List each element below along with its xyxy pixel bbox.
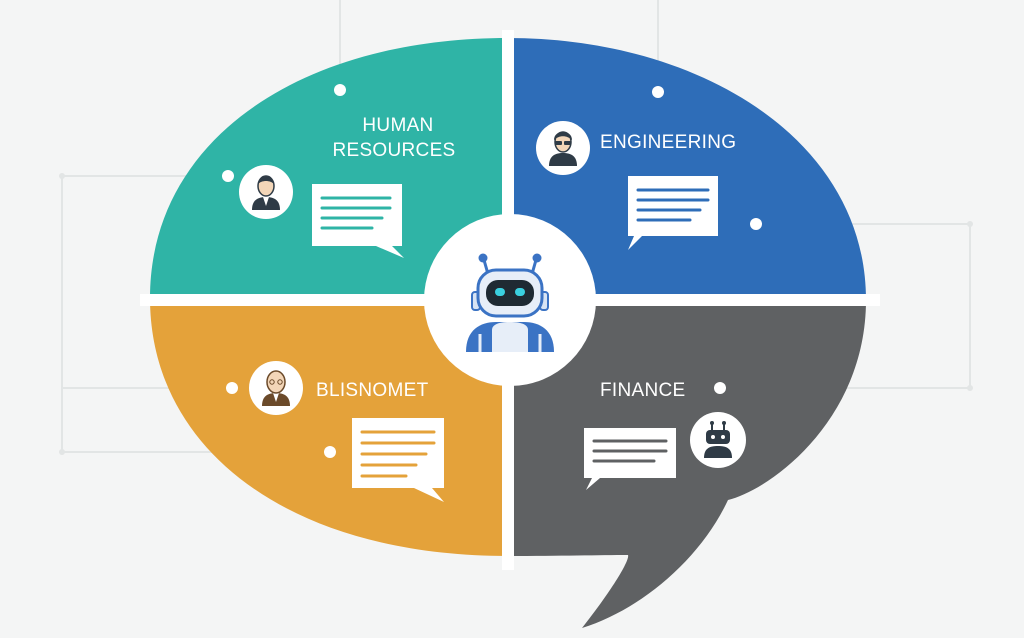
business-section: BLISNOMET bbox=[249, 361, 444, 502]
speech-bubble-icon bbox=[628, 176, 718, 250]
finance-section: FINANCE bbox=[584, 380, 746, 490]
robot-icon bbox=[466, 253, 554, 352]
business-label: BLISNOMET bbox=[316, 380, 429, 401]
speech-bubble-icon bbox=[312, 184, 404, 258]
person-glasses-icon bbox=[536, 121, 590, 175]
finance-label: FINANCE bbox=[600, 380, 686, 401]
engineering-label: ENGINEERING bbox=[600, 132, 736, 153]
bald-person-icon bbox=[249, 361, 303, 415]
hr-section: HUMAN RESOURCES bbox=[239, 115, 455, 258]
engineering-section: ENGINEERING bbox=[536, 121, 736, 250]
speech-bubble-icon bbox=[584, 428, 676, 490]
hr-label-line-1: HUMAN bbox=[362, 115, 433, 136]
person-icon bbox=[239, 165, 293, 219]
center-robot bbox=[424, 214, 596, 386]
robot-icon bbox=[690, 412, 746, 468]
connector-dots bbox=[59, 84, 973, 458]
hr-label-line-2: RESOURCES bbox=[332, 140, 455, 161]
speech-bubble-icon bbox=[352, 418, 444, 502]
